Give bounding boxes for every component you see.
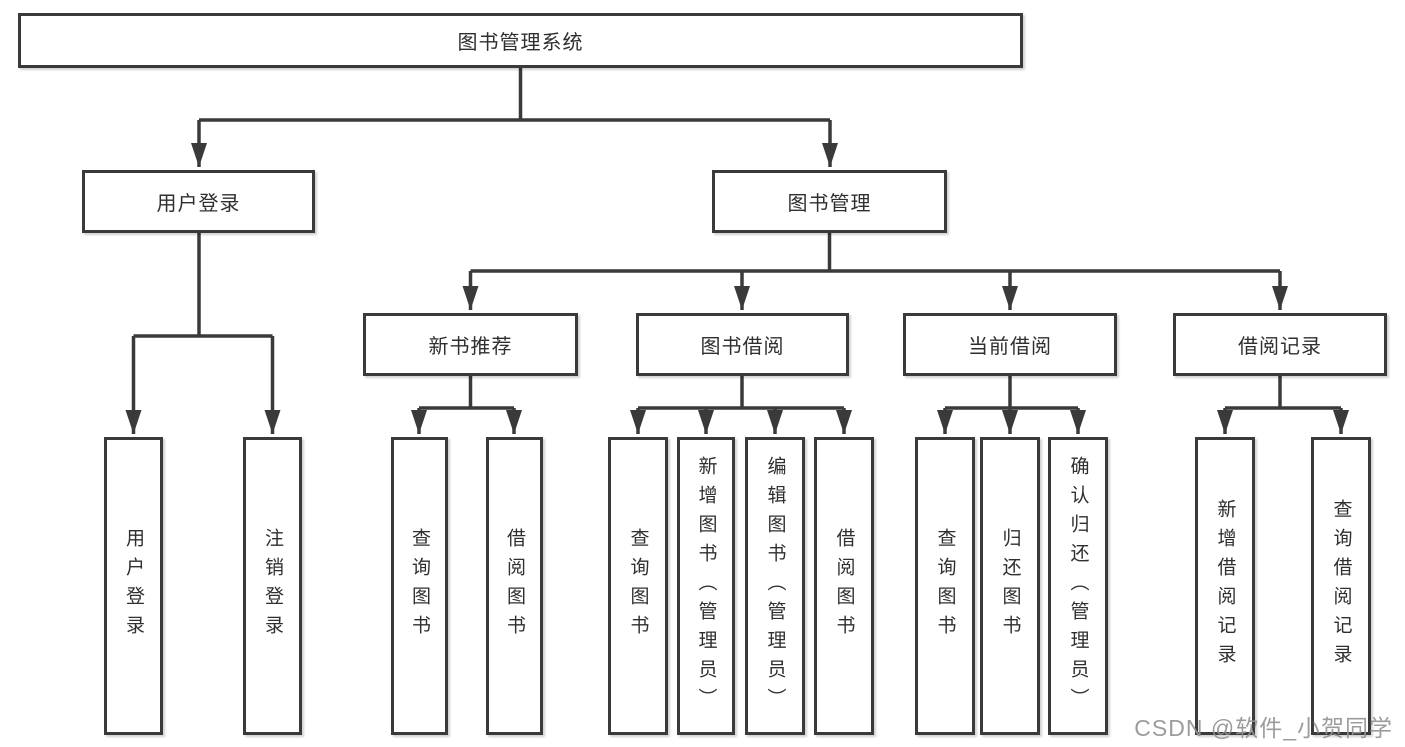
leaf-label: 查询借阅记录 — [1330, 499, 1352, 673]
leaf-label: 用户登录 — [123, 528, 144, 644]
leaf-user-login: 用户登录 — [104, 437, 163, 735]
node-borrow-records: 借阅记录 — [1173, 313, 1387, 376]
leaf-label: 归还图书 — [999, 528, 1021, 644]
node-new-book-recommend: 新书推荐 — [363, 313, 578, 376]
node-book-management: 图书管理 — [712, 170, 947, 233]
leaf-label: 新增图书（管理员） — [695, 455, 717, 717]
leaf-query-borrow-record: 查询借阅记录 — [1311, 437, 1371, 735]
leaf-query-books-2: 查询图书 — [608, 437, 668, 735]
leaf-label: 借阅图书 — [833, 528, 855, 644]
leaf-confirm-return-admin: 确认归还（管理员） — [1048, 437, 1108, 735]
leaf-add-books-admin: 新增图书（管理员） — [677, 437, 735, 735]
leaf-label: 注销登录 — [262, 528, 283, 644]
leaf-query-books-1: 查询图书 — [391, 437, 448, 735]
csdn-watermark: CSDN @软件_小贺同学 — [1134, 715, 1393, 741]
node-root-library-system: 图书管理系统 — [18, 13, 1023, 68]
leaf-logout: 注销登录 — [243, 437, 302, 735]
leaf-label: 编辑图书（管理员） — [764, 455, 786, 717]
leaf-query-books-3: 查询图书 — [915, 437, 975, 735]
leaf-borrow-books-2: 借阅图书 — [814, 437, 874, 735]
leaf-edit-books-admin: 编辑图书（管理员） — [745, 437, 805, 735]
leaf-label: 查询图书 — [627, 528, 649, 644]
node-user-login: 用户登录 — [82, 170, 315, 233]
node-current-borrow: 当前借阅 — [903, 313, 1117, 376]
leaf-return-books: 归还图书 — [980, 437, 1040, 735]
leaf-label: 借阅图书 — [504, 528, 525, 644]
node-book-borrow: 图书借阅 — [636, 313, 849, 376]
leaf-label: 查询图书 — [409, 528, 430, 644]
leaf-label: 查询图书 — [934, 528, 956, 644]
leaf-label: 新增借阅记录 — [1214, 499, 1236, 673]
leaf-add-borrow-record: 新增借阅记录 — [1195, 437, 1255, 735]
leaf-borrow-books-1: 借阅图书 — [486, 437, 543, 735]
leaf-label: 确认归还（管理员） — [1067, 455, 1089, 717]
